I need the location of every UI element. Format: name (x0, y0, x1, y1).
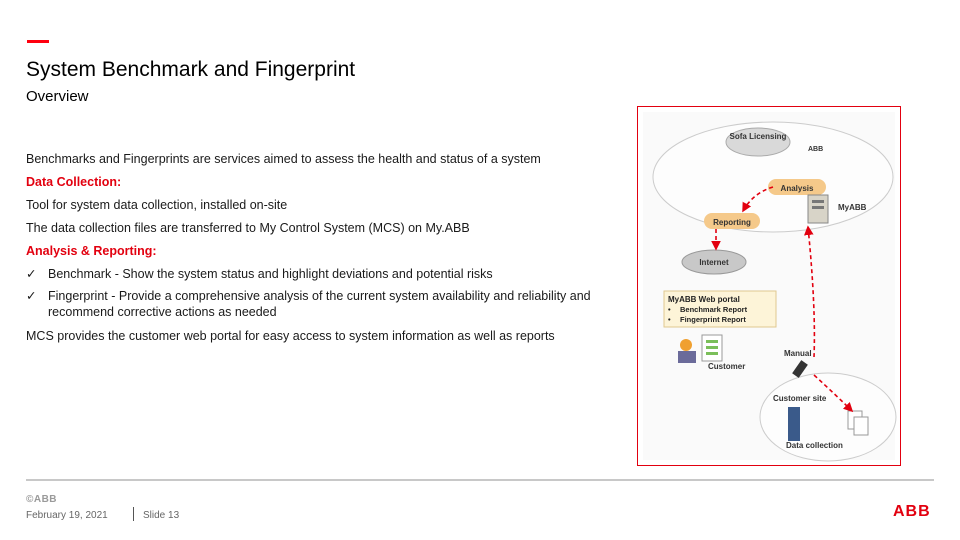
report-line (706, 346, 718, 349)
footer-separator (133, 507, 134, 521)
server-slot (812, 200, 824, 203)
intro-text: Benchmarks and Fingerprints are services… (26, 152, 541, 166)
arrow-manual-to-data (813, 374, 854, 413)
customer-desk-icon (678, 351, 696, 363)
page-subtitle: Overview (26, 88, 89, 105)
control-cabinet-icon (788, 407, 800, 441)
accent-bar (27, 40, 49, 43)
sofa-licensing-cloud (725, 127, 791, 157)
check-list-item: ✓ Benchmark - Show the system status and… (26, 267, 638, 283)
diagram-canvas: Sofa Licensing ABB Analysis MyABB Report… (643, 112, 897, 462)
footer-divider (26, 479, 934, 481)
arrow-analysis-to-reporting (742, 186, 774, 213)
footer-slide-number: Slide 13 (143, 510, 180, 521)
check-list-item: ✓ Fingerprint - Provide a comprehensive … (26, 289, 638, 320)
check-item-text: Benchmark - Show the system status and h… (48, 267, 493, 281)
architecture-diagram: Sofa Licensing ABB Analysis MyABB Report… (637, 106, 901, 466)
data-file-icon (853, 416, 869, 436)
portal-bullet: • (668, 315, 671, 324)
report-line (706, 340, 718, 343)
usb-stick-icon (792, 360, 808, 378)
portal-item: Benchmark Report (680, 305, 748, 314)
abb-zone-label: ABB (808, 146, 823, 153)
check-icon: ✓ (26, 267, 37, 281)
server-slot (812, 206, 824, 209)
customer-person-icon (680, 339, 692, 351)
customer-site-label: Customer site (773, 394, 827, 403)
abb-zone-ellipse (652, 121, 894, 233)
data-collection-line: Tool for system data collection, install… (26, 198, 288, 212)
customer-label: Customer (708, 362, 745, 371)
footer-date: February 19, 2021 (26, 510, 108, 521)
portal-item: Fingerprint Report (680, 315, 746, 324)
reporting-pill (704, 213, 760, 229)
myabb-label: MyABB (838, 203, 867, 212)
check-icon: ✓ (26, 289, 37, 303)
data-collection-heading: Data Collection: (26, 175, 122, 189)
data-collection-label: Data collection (786, 441, 843, 450)
analysis-heading: Analysis & Reporting: (26, 244, 157, 258)
abb-logo: ABB (893, 503, 931, 520)
page-title: System Benchmark and Fingerprint (26, 58, 356, 81)
sofa-licensing-label: Sofa Licensing (730, 132, 787, 141)
analysis-label: Analysis (781, 184, 814, 193)
internet-label: Internet (699, 258, 729, 267)
arrow-manual-to-myabb (804, 225, 816, 358)
check-item-text: Fingerprint - Provide a comprehensive an… (48, 289, 591, 319)
closing-text: MCS provides the customer web portal for… (26, 329, 555, 343)
portal-title: MyABB Web portal (668, 295, 740, 304)
footer-copyright: ©ABB (26, 494, 58, 505)
data-collection-line: The data collection files are transferre… (26, 221, 470, 235)
reporting-label: Reporting (713, 218, 751, 227)
manual-label: Manual (784, 349, 812, 358)
report-line (706, 352, 718, 355)
myabb-portal-box (663, 290, 777, 328)
analysis-pill (768, 179, 826, 195)
portal-bullet: • (668, 305, 671, 314)
